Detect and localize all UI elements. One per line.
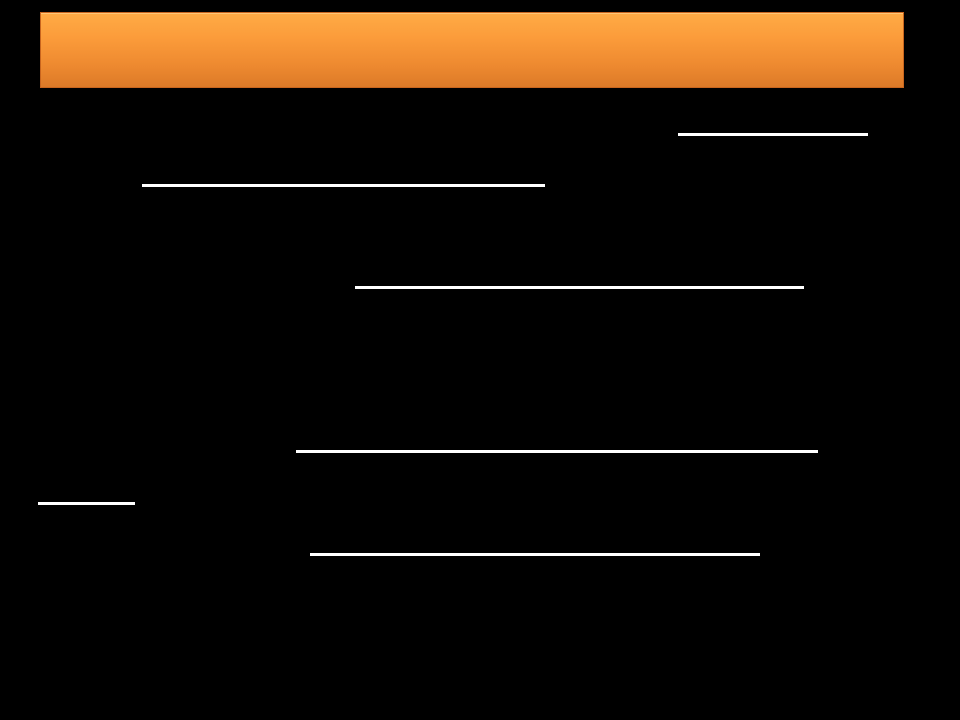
fill-in-blank-line xyxy=(38,502,135,505)
fill-in-blank-line xyxy=(296,450,818,453)
fill-in-blank-line xyxy=(678,133,868,136)
fill-in-blank-line xyxy=(142,184,545,187)
slide-title-bar xyxy=(40,12,904,88)
fill-in-blank-line xyxy=(355,286,804,289)
fill-in-blank-line xyxy=(310,553,760,556)
